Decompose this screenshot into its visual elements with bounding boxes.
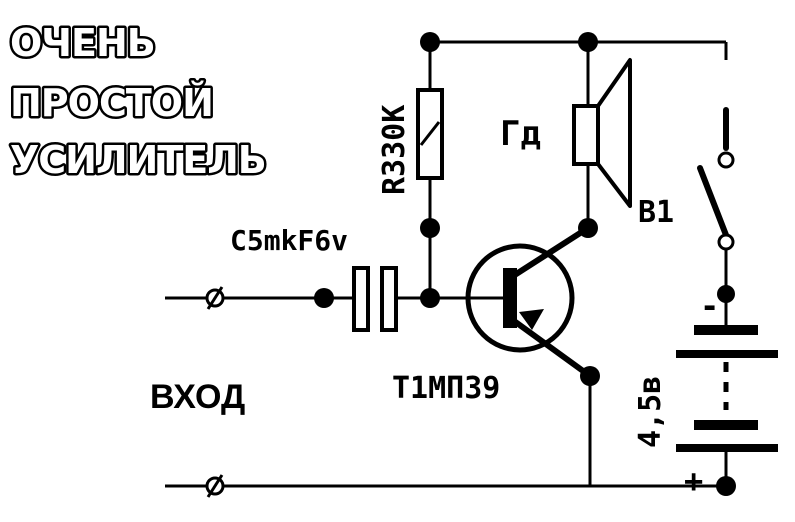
- title-line-2: ПРОСТОЙ: [10, 81, 213, 125]
- battery-minus-label: -: [700, 287, 719, 325]
- switch-contact-top: [717, 151, 735, 169]
- battery-plus-label: +: [684, 462, 703, 500]
- input-label: ВХОД: [150, 378, 245, 416]
- resistor-r1: R330K: [377, 42, 444, 298]
- input-capacitor: C5mkF6v: [165, 224, 470, 332]
- title-line-1: ОЧЕНЬ: [10, 21, 155, 65]
- battery-label: 4,5в: [633, 376, 668, 448]
- title-block: ОЧЕНЬ ПРОСТОЙ УСИЛИТЕЛЬ: [8, 19, 270, 185]
- junction-input: [314, 288, 334, 308]
- resistor-label: R330K: [377, 105, 412, 195]
- speaker-gd: Гд: [500, 42, 632, 238]
- junction-resistor-bottom: [420, 218, 440, 238]
- bottom-rail: [165, 474, 736, 498]
- capacitor-label: C5mkF6v: [230, 224, 348, 257]
- title-line-3: УСИЛИТЕЛЬ: [10, 138, 266, 182]
- junction-base: [420, 288, 440, 308]
- battery: - + 4,5в: [633, 287, 778, 500]
- transistor-t1: T1МП39: [392, 225, 600, 486]
- switch-label: B1: [638, 195, 674, 230]
- junction-bottom-right: [716, 476, 736, 496]
- switch-contact-bottom: [717, 233, 735, 251]
- speaker-label: Гд: [500, 114, 541, 154]
- transistor-label: T1МП39: [392, 371, 500, 406]
- switch-b1: B1: [638, 151, 735, 303]
